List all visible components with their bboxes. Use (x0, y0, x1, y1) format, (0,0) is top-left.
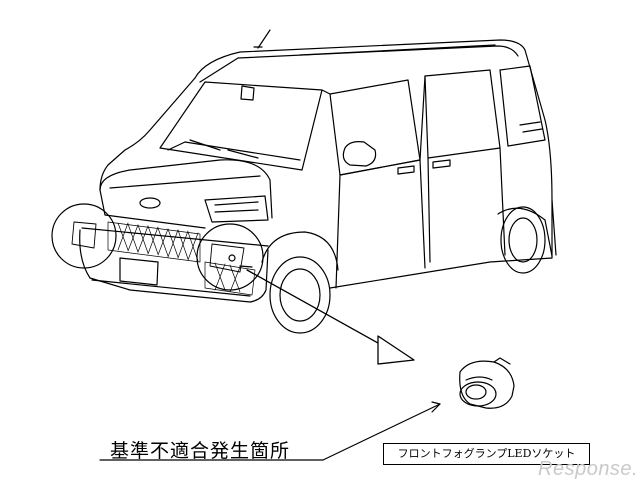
windshield (159, 81, 323, 171)
front-face (79, 159, 273, 303)
watermark-text: Response. (538, 458, 639, 480)
nonconformity-location-label: 基準不適合発生箇所 (110, 440, 291, 462)
front-grille (107, 221, 256, 296)
fog-lamp-right-highlight (196, 223, 264, 291)
front-door (321, 79, 426, 289)
sliding-door (419, 65, 546, 263)
front-wheel (261, 231, 339, 334)
pointer-arrow (239, 265, 415, 365)
rear-wheel (497, 206, 553, 274)
leader-lines (99, 401, 441, 461)
led-socket-icon (459, 357, 515, 409)
part-name-label: フロントフォグランプLEDソケット (383, 443, 590, 465)
vehicle-body (99, 29, 557, 289)
fog-lamp-left-highlight (51, 203, 117, 269)
